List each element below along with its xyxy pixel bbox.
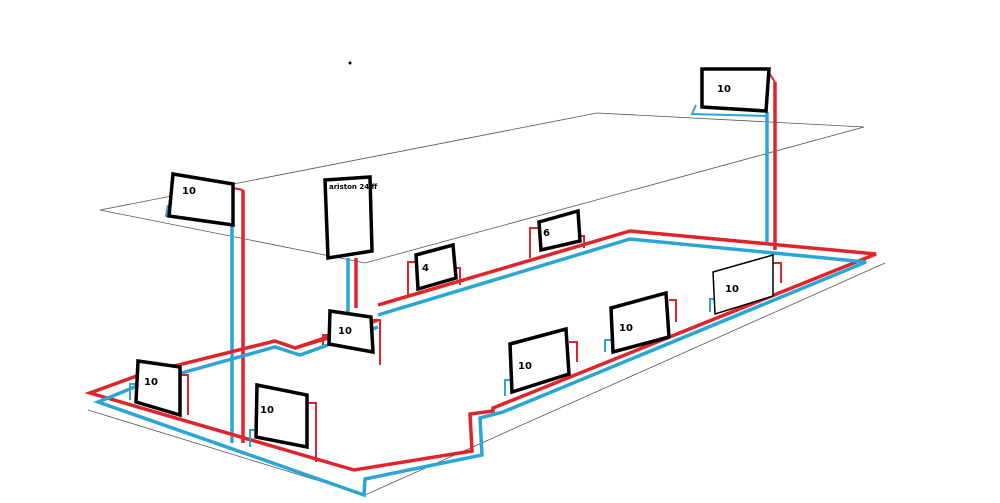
upper-floor-outline (99, 112, 865, 264)
radiator-boiler-below: 10 (327, 308, 375, 355)
radiator-front-right: 10 (609, 290, 671, 355)
stray-dot (348, 61, 352, 65)
radiator-front-left-inner-label: 10 (260, 405, 274, 416)
radiator-upper-left-label: 10 (182, 186, 196, 197)
radiator-front-left: 10 (134, 358, 182, 418)
radiator-front-left-inner: 10 (254, 382, 309, 450)
radiator-front-far-right: 10 (712, 254, 774, 316)
upper-connections (164, 72, 776, 225)
radiator-mid-six-label: 6 (543, 228, 550, 239)
radiator-front-right-label: 10 (619, 323, 633, 334)
radiator-upper-right: 10 (700, 67, 771, 113)
flow-pipe-main (84, 229, 877, 472)
radiator-mid-six: 6 (537, 208, 582, 253)
radiator-front-center: 10 (508, 326, 571, 395)
boiler-label: ariston 24 ff (329, 183, 377, 191)
radiator-upper-left: 10 (167, 171, 235, 228)
radiator-boiler-below-label: 10 (338, 326, 352, 337)
radiator-front-left-label: 10 (144, 377, 158, 388)
radiator-mid-small: 4 (414, 242, 458, 292)
radiator-upper-right-label: 10 (717, 84, 731, 95)
radiator-mid-small-label: 4 (422, 263, 429, 274)
return-pipe-main (93, 237, 867, 498)
radiator-front-center-label: 10 (518, 361, 532, 372)
radiator-front-far-right-label: 10 (725, 284, 739, 295)
boiler: ariston 24 ff (323, 175, 377, 261)
risers (230, 82, 777, 443)
